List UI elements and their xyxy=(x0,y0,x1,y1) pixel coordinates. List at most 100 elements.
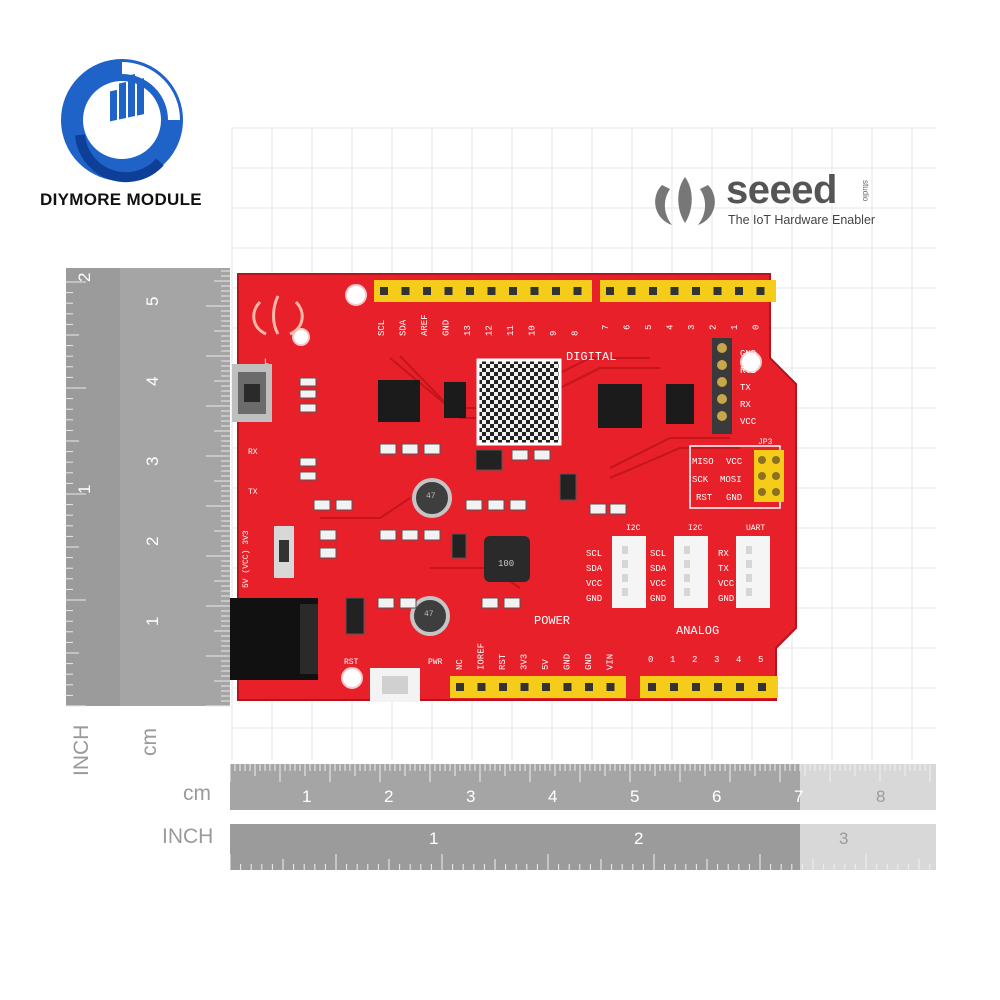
pin-label: 1 xyxy=(730,325,740,330)
header-pin xyxy=(736,683,744,691)
pin-label: 9 xyxy=(549,331,559,336)
power-pin-label: GND xyxy=(584,654,594,670)
grove-pin-label: SCL xyxy=(586,549,602,559)
cm-tick-label: 5 xyxy=(630,787,639,806)
grove-pin-label: GND xyxy=(650,594,666,604)
cm-tick-label: 6 xyxy=(712,787,721,806)
power-pin-label: IOREF xyxy=(477,643,487,670)
header-pin xyxy=(552,287,560,295)
cm-tick-label: 4 xyxy=(143,377,162,386)
cm-tick-label: 5 xyxy=(143,297,162,306)
inch-tick-label: 1 xyxy=(429,829,438,848)
horizontal-inch-label: INCH xyxy=(162,825,214,848)
tx-label: TX xyxy=(248,488,258,497)
pin-label: GND xyxy=(442,320,452,336)
header-pin xyxy=(456,683,464,691)
grove-pin-label: SDA xyxy=(650,564,667,574)
analog-label: ANALOG xyxy=(676,624,719,638)
board-silkscreen: DIGITAL POWER ANALOG JP3 I2C I2C UART RX… xyxy=(242,350,773,667)
analog-pin-label: 3 xyxy=(714,655,719,665)
power-pin-label: 3V3 xyxy=(520,654,530,670)
icsp-label: RST xyxy=(696,493,713,503)
uart-pin-label: RX xyxy=(740,400,751,410)
header-pin xyxy=(692,287,700,295)
l-label: L xyxy=(264,358,269,367)
header-pin xyxy=(444,287,453,295)
voltage-switch-label: 5V (VCC) 3V3 xyxy=(242,530,251,588)
power-pin-label: 5V xyxy=(541,659,551,670)
seeed-studio: studio xyxy=(861,180,870,202)
vertical-ruler: 12345612 xyxy=(66,268,230,707)
inch-tick-label: 2 xyxy=(75,273,94,282)
cm-tick-label: 2 xyxy=(384,787,393,806)
seeed-logo-icon xyxy=(655,177,715,225)
analog-pin-label: 4 xyxy=(736,655,741,665)
pin-label: 0 xyxy=(752,325,762,330)
uart-pin-label: GND xyxy=(740,349,756,359)
grove-pin-label: VCC xyxy=(586,579,603,589)
cm-tick-label: 1 xyxy=(143,617,162,626)
grove2-title: I2C xyxy=(688,524,703,533)
seeed-wordmark: seeed xyxy=(726,168,837,212)
pin-label: 10 xyxy=(528,325,538,336)
pin-label: 2 xyxy=(709,325,719,330)
power-pin-label: GND xyxy=(563,654,573,670)
header-pin xyxy=(520,683,529,691)
header-pin xyxy=(466,287,474,295)
header-pin xyxy=(692,683,700,691)
power-pin-label: RST xyxy=(498,653,508,670)
analog-pin-label: 1 xyxy=(670,655,675,665)
header-pin xyxy=(649,287,657,295)
cm-tick-label: 8 xyxy=(876,787,885,806)
rx-label: RX xyxy=(248,448,258,457)
grove-pin-label: VCC xyxy=(650,579,667,589)
header-pin xyxy=(585,683,593,691)
vertical-inch-label: INCH xyxy=(70,724,93,776)
power-pin-label: VIN xyxy=(606,654,616,670)
grove1-title: I2C xyxy=(626,524,641,533)
header-pin xyxy=(509,287,517,295)
inch-tick-label: 3 xyxy=(839,829,848,848)
header-pin xyxy=(563,683,572,691)
header-pin xyxy=(606,683,615,691)
grove-pin-label: GND xyxy=(718,594,734,604)
header-pin xyxy=(401,287,410,295)
digital-label: DIGITAL xyxy=(566,350,616,364)
pin-label: SCL xyxy=(377,320,387,336)
pin-label: 4 xyxy=(666,325,676,330)
pin-label: SDA xyxy=(399,319,409,336)
brand-name: DIYMORE MODULE xyxy=(40,190,202,209)
pin-label: 13 xyxy=(463,325,473,336)
header-pin xyxy=(477,683,486,691)
pin-label: 5 xyxy=(644,325,654,330)
analog-pin-label: 0 xyxy=(648,655,653,665)
inch-tick-label: 1 xyxy=(75,485,94,494)
pin-label: 12 xyxy=(485,325,495,336)
header-pin xyxy=(573,287,582,295)
vertical-cm-label: cm xyxy=(138,728,161,756)
jp3-label: JP3 xyxy=(758,438,773,447)
rst-label: RST xyxy=(344,658,359,667)
cm-tick-label: 2 xyxy=(143,537,162,546)
icsp-label: MOSI xyxy=(720,475,742,485)
inch-tick-label: 2 xyxy=(634,829,643,848)
seeed-tagline: The IoT Hardware Enabler xyxy=(728,213,876,227)
header-pin xyxy=(735,287,743,295)
header-pin xyxy=(627,287,636,295)
pwr-label: PWR xyxy=(428,658,443,667)
icsp-label: VCC xyxy=(726,457,743,467)
uart-pin-label: RTS xyxy=(740,366,756,376)
header-pin xyxy=(487,287,496,295)
header-pin xyxy=(756,287,765,295)
pin-label: AREF xyxy=(420,314,430,336)
header-pin xyxy=(714,683,722,691)
cap2-value: 47 xyxy=(424,610,434,619)
header-pin xyxy=(713,287,722,295)
header-pin xyxy=(606,287,614,295)
header-pin xyxy=(670,287,679,295)
header-pin xyxy=(758,683,766,691)
power-pin-label: NC xyxy=(455,659,465,670)
header-pin xyxy=(380,287,388,295)
cm-tick-label: 3 xyxy=(143,457,162,466)
